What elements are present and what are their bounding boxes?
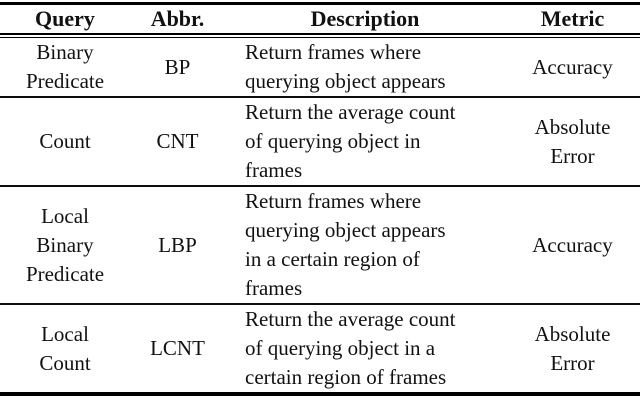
table-row-binary-predicate: Binary Predicate BP Return frames where … — [0, 38, 640, 96]
column-header-query: Query — [35, 6, 95, 31]
cell-abbr: LBP — [158, 232, 197, 257]
table-row-count: Count CNT Return the average count of qu… — [0, 98, 640, 185]
cell-description: Return frames where querying object appe… — [245, 40, 446, 93]
cell-metric: Accuracy — [532, 232, 613, 257]
table-row-local-count: Local Count LCNT Return the average coun… — [0, 305, 640, 392]
row-separator-rule — [0, 303, 640, 305]
row-separator-rule — [0, 96, 640, 98]
table-row-local-binary-predicate: Local Binary Predicate LBP Return frames… — [0, 187, 640, 303]
cell-metric: Accuracy — [532, 54, 613, 79]
cell-description: Return the average count of querying obj… — [245, 100, 456, 182]
cell-query: Count — [39, 129, 91, 153]
cell-abbr: BP — [164, 54, 191, 79]
column-header-metric: Metric — [540, 6, 605, 31]
row-separator-rule — [0, 185, 640, 187]
cell-metric: Absolute Error — [534, 321, 611, 375]
cell-abbr: LCNT — [150, 336, 205, 360]
header-row: Query Abbr. Description Metric — [0, 5, 640, 33]
cell-query: Local Count — [39, 321, 91, 375]
column-header-description: Description — [310, 6, 420, 31]
cell-query: Local Binary Predicate — [25, 203, 105, 286]
cell-abbr: CNT — [156, 129, 199, 153]
table-bottom-rule — [0, 392, 640, 396]
table-top-rule — [0, 2, 640, 5]
cell-metric: Absolute Error — [534, 114, 611, 168]
header-double-rule — [0, 33, 640, 38]
cell-query: Binary Predicate — [25, 40, 105, 93]
cell-description: Return the average count of querying obj… — [245, 307, 456, 389]
column-header-abbr: Abbr. — [150, 6, 205, 31]
cell-description: Return frames where querying object appe… — [245, 189, 446, 300]
